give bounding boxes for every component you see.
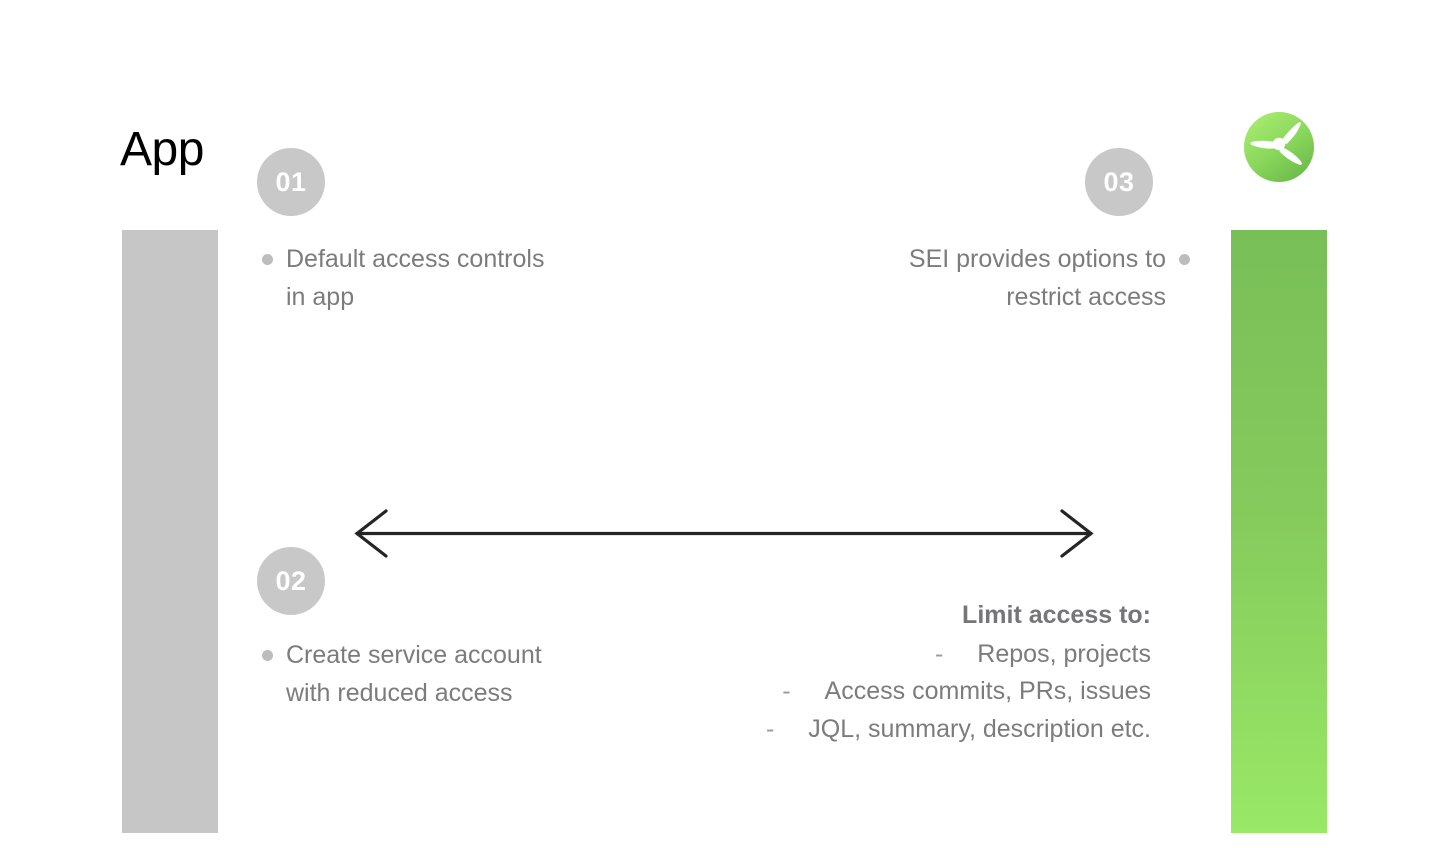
dash-marker: -	[782, 677, 791, 705]
step-body-03: SEI provides options to restrict access	[900, 241, 1190, 316]
page-title: App	[120, 123, 204, 176]
step-body-01: Default access controls in app	[262, 241, 562, 316]
limit-access-title: Limit access to:	[962, 601, 1151, 629]
step-badge-01: 01	[257, 148, 325, 216]
propeller-logo-svg	[1244, 112, 1314, 182]
bullet-dot-icon	[262, 254, 273, 265]
step-badge-03: 03	[1085, 148, 1153, 216]
bidirectional-arrow-svg	[354, 509, 1094, 558]
step-text-01: Default access controls in app	[286, 245, 545, 311]
step-badge-02: 02	[257, 547, 325, 615]
bullet-dot-icon	[262, 650, 273, 661]
propeller-logo	[1243, 111, 1315, 183]
dash-marker: -	[934, 639, 944, 668]
limit-access-block: Limit access to: - Repos, projects - Acc…	[651, 597, 1151, 748]
sei-column-bar	[1231, 230, 1327, 833]
step-text-03: SEI provides options to restrict access	[908, 245, 1166, 311]
dash-marker: -	[765, 714, 775, 743]
limit-access-item-text: Access commits, PRs, issues	[824, 677, 1151, 705]
limit-access-item: - Repos, projects	[651, 636, 1151, 674]
bidirectional-arrow	[348, 504, 1100, 564]
step-text-02: Create service account with reduced acce…	[286, 641, 542, 707]
limit-access-item-text: JQL, summary, description etc.	[808, 714, 1151, 743]
app-column-bar	[122, 230, 218, 833]
step-body-02: Create service account with reduced acce…	[262, 637, 562, 712]
bullet-dot-icon	[1179, 254, 1190, 265]
limit-access-item-text: Repos, projects	[977, 639, 1151, 668]
limit-access-item: - Access commits, PRs, issues	[651, 673, 1151, 711]
limit-access-item: - JQL, summary, description etc.	[651, 711, 1151, 749]
